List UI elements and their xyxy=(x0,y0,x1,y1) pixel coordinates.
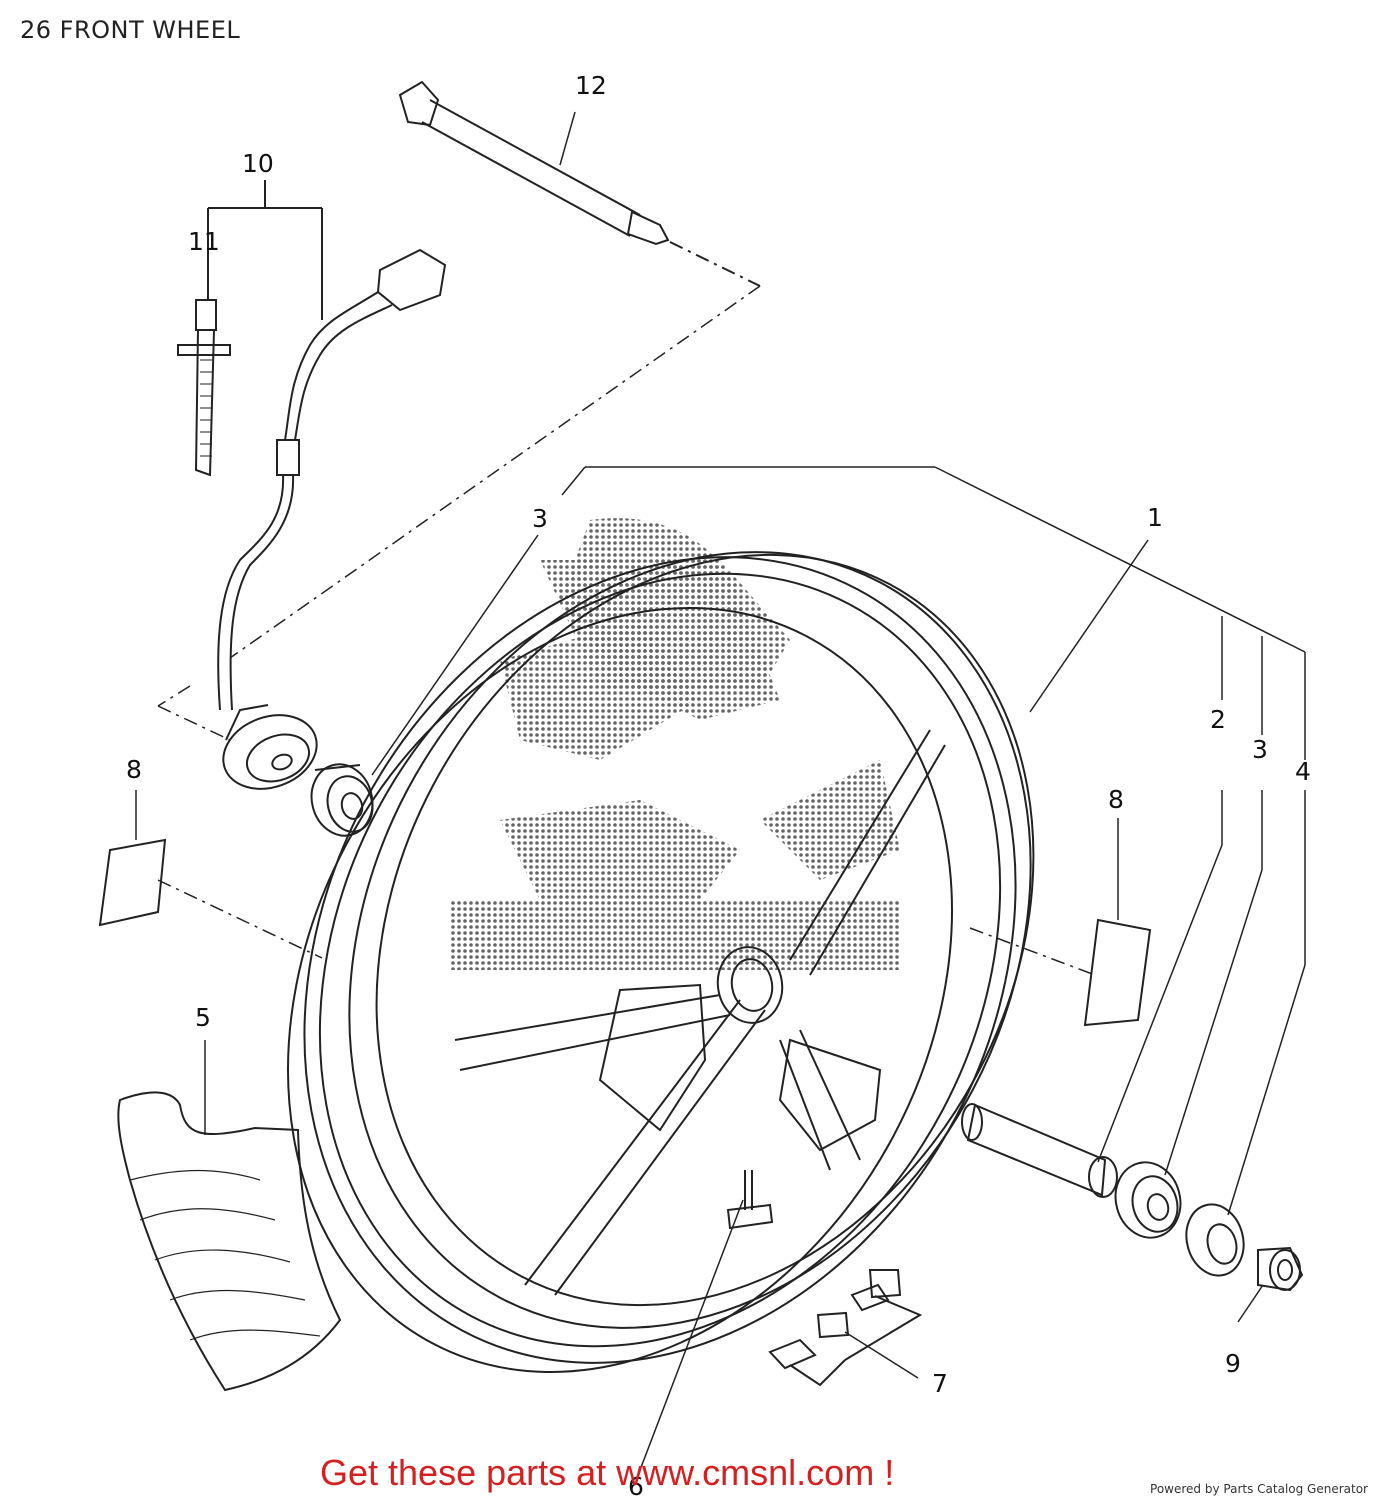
spacer-collar xyxy=(961,1103,1118,1198)
callout-11: 11 xyxy=(188,227,220,256)
callout-2: 2 xyxy=(1210,705,1226,734)
tire xyxy=(117,1091,342,1392)
callout-8-right: 8 xyxy=(1108,785,1124,814)
bearing-right xyxy=(1114,1161,1182,1239)
balance-weights xyxy=(768,1269,923,1387)
callout-10: 10 xyxy=(242,149,274,178)
page-title: 26 FRONT WHEEL xyxy=(20,16,241,44)
callout-4: 4 xyxy=(1295,757,1311,786)
callout-7: 7 xyxy=(932,1369,948,1398)
halftone-shading xyxy=(450,518,900,970)
callout-3-top: 3 xyxy=(532,504,548,533)
callout-3-right: 3 xyxy=(1252,735,1268,764)
powered-by-credit: Powered by Parts Catalog Generator xyxy=(1150,1482,1368,1496)
callout-5: 5 xyxy=(195,1003,211,1032)
callout-1: 1 xyxy=(1147,503,1163,532)
callout-9: 9 xyxy=(1225,1349,1241,1378)
callout-12: 12 xyxy=(575,71,607,100)
cable-tie xyxy=(177,258,231,477)
label-sticker-left xyxy=(98,838,167,927)
callouts: 12 10 11 3 1 2 3 4 8 8 5 7 9 6 xyxy=(126,71,1311,1500)
label-sticker-right xyxy=(1083,918,1152,1027)
axle-shaft xyxy=(398,80,761,287)
collar-9 xyxy=(1257,1246,1304,1292)
wheel-rim xyxy=(287,551,1035,1373)
bracket-10 xyxy=(207,180,323,320)
wheel-speed-sensor xyxy=(217,248,447,790)
callout-8-left: 8 xyxy=(126,755,142,784)
bearing-left xyxy=(310,763,374,837)
oil-seal xyxy=(1185,1203,1245,1277)
promo-link[interactable]: Get these parts at www.cmsnl.com ! xyxy=(320,1452,895,1493)
callout-6: 6 xyxy=(628,1472,644,1500)
